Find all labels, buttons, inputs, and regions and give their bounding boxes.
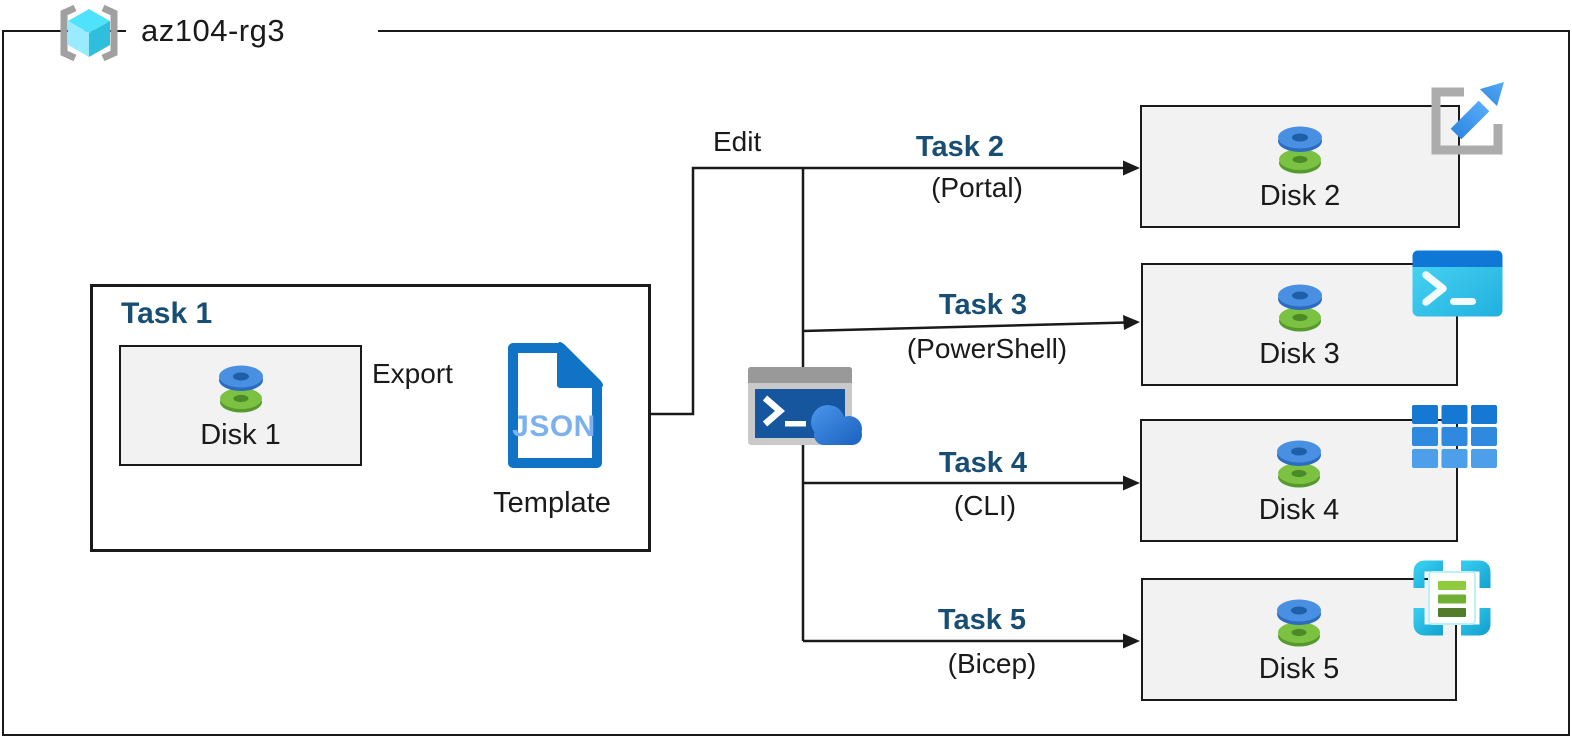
- task5-label: Task 5: [937, 604, 1027, 636]
- task1-title: Task 1: [121, 297, 213, 330]
- template-label: Template: [493, 487, 611, 519]
- resource-group-label-backdrop: [126, 26, 378, 37]
- resource-group-icon: [60, 4, 118, 62]
- task2-label: Task 2: [915, 131, 1005, 163]
- managed-disk-icon: [1278, 126, 1322, 174]
- cloud-shell-icon: [748, 367, 862, 445]
- export-label: Export: [372, 358, 453, 389]
- azure-portal-icon: [1431, 82, 1504, 155]
- managed-disk-icon: [1277, 284, 1322, 332]
- task2-method: (Portal): [931, 172, 1023, 203]
- resource-group-name: az104-rg3: [141, 13, 286, 48]
- disk-2-label: Disk 2: [1259, 179, 1341, 212]
- disk-4-box: Disk 4: [1140, 419, 1458, 542]
- json-file-icon: JSON: [508, 342, 603, 468]
- disk-5-box: Disk 5: [1141, 578, 1457, 701]
- managed-disk-icon: [1277, 440, 1321, 488]
- json-file-text: JSON: [512, 410, 596, 443]
- disk-5-label: Disk 5: [1258, 652, 1340, 685]
- disk-1-label: Disk 1: [200, 418, 281, 451]
- managed-disk-icon: [218, 365, 263, 413]
- task3-method: (PowerShell): [906, 333, 1068, 364]
- disk-3-label: Disk 3: [1259, 337, 1340, 370]
- disk-4-label: Disk 4: [1258, 493, 1340, 526]
- powershell-icon: [1412, 250, 1503, 317]
- task5-method: (Bicep): [947, 648, 1037, 679]
- disk-1-box: Disk 1: [119, 345, 362, 466]
- disk-2-box: Disk 2: [1140, 105, 1460, 228]
- bicep-template-icon: [1413, 560, 1491, 636]
- task3-label: Task 3: [938, 289, 1028, 321]
- task4-method: (CLI): [953, 490, 1017, 521]
- edit-label: Edit: [713, 126, 762, 157]
- resource-group-border: [2, 30, 1570, 736]
- managed-disk-icon: [1277, 599, 1321, 647]
- task4-label: Task 4: [938, 447, 1028, 479]
- disk-3-box: Disk 3: [1141, 263, 1458, 386]
- azure-cli-icon: [1412, 405, 1497, 468]
